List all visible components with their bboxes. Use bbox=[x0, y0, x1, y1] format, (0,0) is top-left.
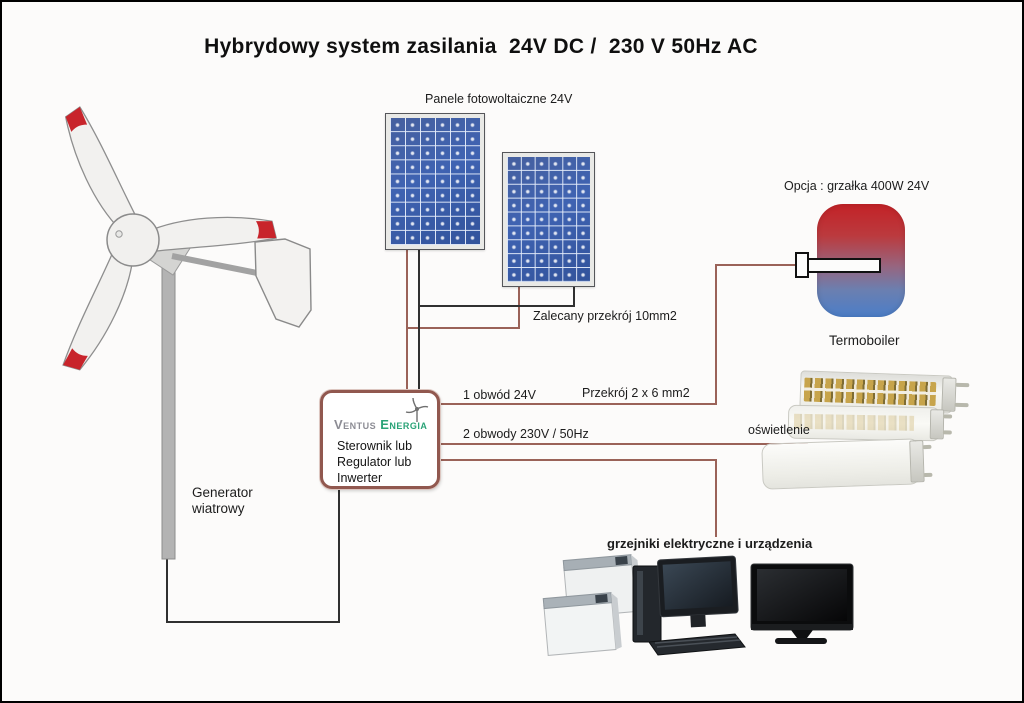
wire-loads bbox=[439, 459, 717, 537]
lighting-label: oświetlenie bbox=[748, 423, 810, 437]
solar-panel-1-cells bbox=[390, 118, 480, 245]
heater-front bbox=[542, 592, 622, 656]
led-tube-1-endcap bbox=[941, 377, 957, 412]
boiler-heating-element-flange bbox=[795, 252, 809, 278]
computer bbox=[632, 555, 746, 656]
led-tube-2-chips bbox=[793, 413, 915, 431]
turbine-label: Generator wiatrowy bbox=[192, 485, 253, 517]
led-tube-3 bbox=[761, 438, 933, 490]
circuit1-label: 1 obwód 24V bbox=[463, 388, 536, 402]
wire-panel2-red bbox=[406, 287, 520, 329]
led-tube-1-pin-bottom bbox=[954, 402, 969, 408]
turbine-rotor bbox=[56, 104, 278, 377]
circuit2-label: 2 obwody 230V / 50Hz bbox=[463, 427, 589, 441]
solar-panels-label: Panele fotowoltaiczne 24V bbox=[425, 92, 573, 106]
turbine-tail-vane bbox=[254, 238, 312, 328]
black-wires bbox=[166, 250, 575, 623]
led-tube-1-chips bbox=[803, 377, 937, 407]
pv-wire-note-label: Zalecany przekrój 10mm2 bbox=[533, 309, 677, 323]
led-tube-1-pin-top bbox=[955, 382, 970, 388]
brand-ventus: Ventus bbox=[334, 417, 377, 432]
red-wires bbox=[406, 250, 808, 537]
led-tube-3-body bbox=[761, 438, 921, 490]
led-tube-2-pin-bottom bbox=[942, 430, 952, 435]
solar-panel-2-cells bbox=[507, 157, 590, 282]
solar-panel-2 bbox=[502, 152, 595, 287]
wire-turbine bbox=[166, 489, 340, 623]
brand-energia: Energia bbox=[380, 417, 428, 432]
led-tube-3-pin-bottom bbox=[923, 472, 933, 478]
boiler-heating-element bbox=[807, 258, 881, 273]
boiler-name-label: Termoboiler bbox=[829, 333, 900, 348]
wire-circuit1-boiler bbox=[439, 264, 797, 405]
controller-line-3: Inwerter bbox=[337, 471, 383, 485]
boiler-option-label: Opcja : grzałka 400W 24V bbox=[784, 179, 930, 193]
controller-line-1: Sterownik lub bbox=[337, 439, 413, 453]
wire-panel2-black bbox=[419, 287, 575, 307]
load-devices bbox=[542, 554, 854, 656]
tv bbox=[750, 563, 854, 644]
circuit1-cross-section-label: Przekrój 2 x 6 mm2 bbox=[582, 386, 690, 400]
turbine-pole bbox=[161, 251, 176, 560]
turbine-hub bbox=[106, 213, 160, 267]
solar-panel-1 bbox=[385, 113, 485, 250]
page-title: Hybrydowy system zasilania 24V DC / 230 … bbox=[204, 35, 758, 58]
turbine-tail-boom bbox=[171, 253, 263, 277]
turbine-hub-bolt bbox=[115, 230, 123, 238]
wind-turbine bbox=[56, 104, 312, 560]
wind-turbine-logo-icon bbox=[405, 397, 429, 422]
led-tube-2-pin-top bbox=[943, 414, 953, 419]
led-tube-3-pin-top bbox=[922, 444, 932, 450]
led-tube-2-endcap bbox=[929, 409, 945, 440]
controller-line-2: Regulator lub bbox=[337, 455, 412, 469]
loads-label: grzejniki elektryczne i urządzenia bbox=[607, 536, 813, 551]
led-tube-2 bbox=[787, 404, 953, 442]
controller-description: Sterownik lub Regulator lub Inwerter bbox=[337, 438, 412, 486]
